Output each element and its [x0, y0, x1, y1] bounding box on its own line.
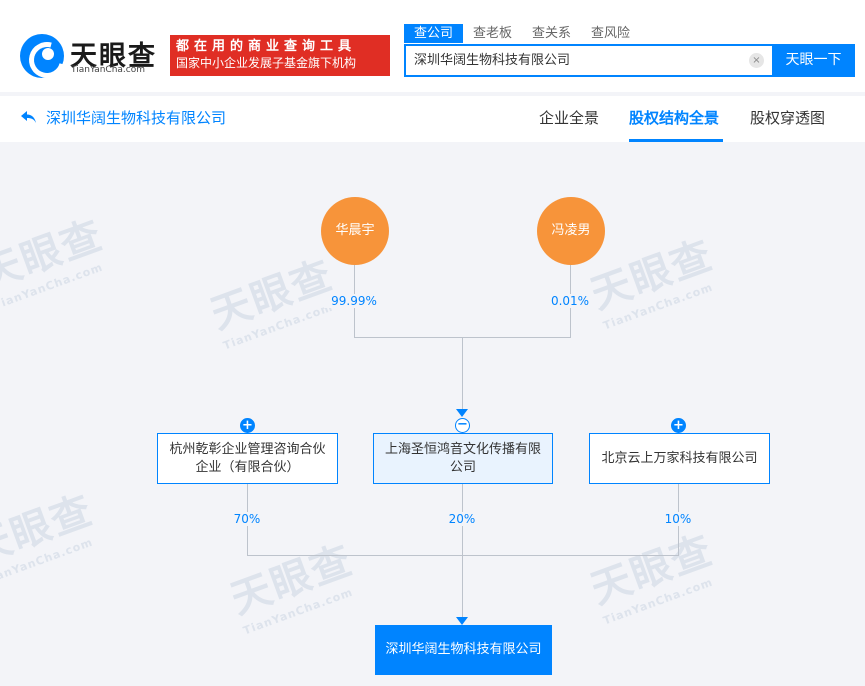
- ownership-percent: 20%: [432, 512, 492, 526]
- person-node-huachenyu[interactable]: 华晨宇: [321, 197, 389, 265]
- slogan-line1: 都在用的商业查询工具: [176, 39, 357, 54]
- search-box: 深圳华阔生物科技有限公司 ×: [404, 44, 772, 77]
- active-tab-indicator: [629, 139, 723, 142]
- ownership-percent: 70%: [217, 512, 277, 526]
- ownership-percent: 10%: [648, 512, 708, 526]
- search-button[interactable]: 天眼一下: [772, 44, 855, 77]
- target-company-node[interactable]: 深圳华阔生物科技有限公司: [375, 625, 552, 675]
- shareholder-node[interactable]: 北京云上万家科技有限公司: [589, 433, 770, 484]
- search-type-tabs: 查公司 查老板 查关系 查风险: [404, 24, 640, 43]
- connector-line: [247, 555, 679, 556]
- tab-search-company[interactable]: 查公司: [404, 24, 464, 43]
- connector-line: [462, 337, 463, 409]
- company-name-link[interactable]: 深圳华阔生物科技有限公司: [46, 109, 227, 127]
- top-header: 天眼查 TianYanCha.com 都在用的商业查询工具 国家中小企业发展子基…: [0, 0, 865, 92]
- logo-mark-icon: [20, 34, 64, 78]
- company-subnav: 深圳华阔生物科技有限公司 企业全景 股权结构全景 股权穿透图: [0, 96, 865, 142]
- slogan-banner: 都在用的商业查询工具 国家中小企业发展子基金旗下机构: [170, 35, 390, 76]
- arrow-down-icon: [456, 409, 468, 417]
- tab-search-risk[interactable]: 查风险: [591, 26, 631, 41]
- ownership-percent: 0.01%: [540, 294, 600, 308]
- person-node-fenglingnan[interactable]: 冯凌男: [537, 197, 605, 265]
- clear-icon[interactable]: ×: [749, 53, 764, 68]
- shareholder-node[interactable]: 上海圣恒鸿音文化传播有限公司: [373, 433, 553, 484]
- back-arrow-icon[interactable]: [20, 109, 38, 125]
- connector-line: [462, 555, 463, 617]
- tab-search-boss[interactable]: 查老板: [473, 26, 513, 41]
- arrow-down-icon: [456, 617, 468, 625]
- logo-text: 天眼查: [70, 41, 157, 72]
- search-input[interactable]: 深圳华阔生物科技有限公司: [414, 53, 571, 68]
- expand-plus-icon[interactable]: +: [671, 418, 686, 433]
- tab-equity-penetration[interactable]: 股权穿透图: [750, 109, 826, 127]
- tab-enterprise-overview[interactable]: 企业全景: [539, 109, 600, 127]
- slogan-line2: 国家中小企业发展子基金旗下机构: [176, 56, 357, 70]
- tianyancha-logo[interactable]: 天眼查 TianYanCha.com: [20, 34, 165, 80]
- expand-plus-icon[interactable]: +: [240, 418, 255, 433]
- tab-search-relation[interactable]: 查关系: [532, 26, 572, 41]
- ownership-percent: 99.99%: [324, 294, 384, 308]
- logo-subtext: TianYanCha.com: [71, 65, 146, 75]
- tab-equity-structure[interactable]: 股权结构全景: [629, 109, 720, 127]
- shareholder-node[interactable]: 杭州乾彰企业管理咨询合伙企业（有限合伙）: [157, 433, 338, 484]
- collapse-minus-icon[interactable]: −: [455, 418, 470, 433]
